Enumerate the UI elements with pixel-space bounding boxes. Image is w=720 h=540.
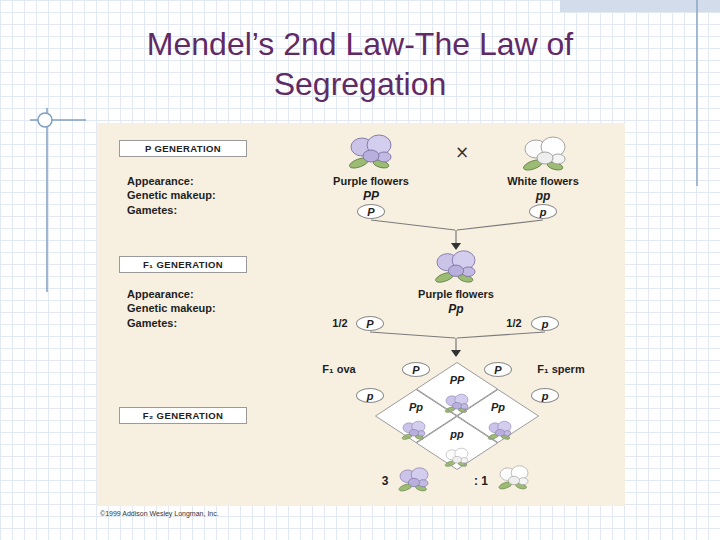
gamete-oval: P bbox=[402, 362, 430, 377]
gamete-oval: P bbox=[484, 362, 512, 377]
diamond-fill bbox=[416, 416, 498, 470]
row-label: Appearance: bbox=[127, 175, 194, 188]
gamete-oval: p bbox=[531, 316, 559, 331]
purple-flower bbox=[401, 421, 425, 440]
gamete-oval: p bbox=[529, 204, 557, 219]
gamete-line bbox=[457, 220, 543, 230]
rule-line bbox=[46, 108, 48, 292]
node-text: P bbox=[412, 364, 419, 376]
node-text: PP bbox=[450, 373, 465, 387]
arrow-head bbox=[451, 243, 461, 250]
diamond-outline bbox=[417, 417, 498, 470]
phenotype-label: Purple flowers bbox=[333, 175, 409, 188]
gamete-line bbox=[370, 332, 455, 338]
gamete-oval: P bbox=[357, 204, 385, 219]
node-text: p bbox=[367, 390, 374, 402]
row-label: Genetic makeup: bbox=[127, 302, 216, 315]
diamond-outline bbox=[457, 389, 539, 443]
generation-box: F₂ GENERATION bbox=[119, 407, 247, 424]
gamete-label: F₁ sperm bbox=[537, 363, 584, 376]
white-flower bbox=[498, 466, 528, 491]
purple-flower bbox=[434, 251, 475, 284]
diamond-outline bbox=[375, 389, 457, 443]
purple-flower bbox=[398, 468, 428, 493]
diamond-outline bbox=[458, 390, 539, 443]
node-text: P bbox=[367, 206, 374, 218]
gamete-line bbox=[457, 332, 545, 338]
copyright-note: ©1999 Addison Wesley Longman, Inc. bbox=[100, 509, 219, 518]
slide-title: Mendel’s 2nd Law-The Law of Segregation bbox=[100, 24, 620, 104]
punnett-cell: Pp bbox=[375, 389, 457, 443]
node-text: P GENERATION bbox=[145, 143, 221, 154]
rule-line bbox=[696, 0, 698, 186]
ratio-number: : 1 bbox=[474, 474, 488, 488]
phenotype-label: White flowers bbox=[507, 175, 579, 188]
node-text: P bbox=[366, 318, 373, 330]
arrow-shaft bbox=[455, 338, 456, 351]
node-text: F₁ GENERATION bbox=[143, 259, 223, 270]
diamond-outline bbox=[416, 362, 498, 416]
gamete-oval: p bbox=[356, 388, 384, 403]
node-text: Pp bbox=[409, 400, 423, 414]
row-label: Gametes: bbox=[127, 204, 177, 217]
node-text: p bbox=[540, 206, 547, 218]
fraction-label: 1/2 bbox=[332, 317, 347, 330]
row-label: Genetic makeup: bbox=[127, 189, 216, 202]
fraction-label: 1/2 bbox=[506, 317, 521, 330]
gamete-oval: p bbox=[531, 388, 559, 403]
row-label: Appearance: bbox=[127, 288, 194, 301]
phenotype-label: Purple flowers bbox=[418, 288, 494, 301]
node-text: p bbox=[542, 390, 549, 402]
genotype-label: Pp bbox=[448, 302, 463, 316]
gamete-oval: P bbox=[356, 316, 384, 331]
corner-band bbox=[560, 0, 720, 12]
arrow-shaft bbox=[455, 230, 456, 244]
diamond-outline bbox=[417, 363, 498, 416]
figure-panel bbox=[97, 123, 625, 506]
white-flower bbox=[522, 137, 565, 172]
punnett-cell: Pp bbox=[457, 389, 539, 443]
row-label: Gametes: bbox=[127, 317, 177, 330]
punnett-cell: PP bbox=[416, 362, 498, 416]
generation-box: F₁ GENERATION bbox=[119, 256, 247, 273]
purple-flower bbox=[348, 135, 391, 170]
gamete-line bbox=[371, 220, 455, 230]
genotype-label: PP bbox=[363, 189, 379, 203]
punnett-cell: pp bbox=[416, 416, 498, 470]
genotype-label: pp bbox=[536, 189, 551, 203]
gamete-label: F₁ ova bbox=[322, 363, 355, 376]
cross-symbol: × bbox=[455, 143, 469, 161]
node-text: P bbox=[494, 364, 501, 376]
diamond-outline bbox=[376, 390, 457, 443]
node-text: p bbox=[542, 318, 549, 330]
arrow-head bbox=[451, 350, 461, 357]
node-text: pp bbox=[450, 427, 463, 441]
node-text: F₂ GENERATION bbox=[143, 410, 224, 421]
flower-illustrations bbox=[348, 135, 565, 492]
cross-arrows bbox=[370, 220, 545, 357]
punnett-fill bbox=[375, 362, 539, 470]
rule-circle bbox=[38, 113, 52, 127]
ratio-number: 3 bbox=[382, 474, 389, 488]
generation-box: P GENERATION bbox=[119, 140, 247, 157]
diamond-outline bbox=[416, 416, 498, 470]
node-text: Pp bbox=[491, 400, 505, 414]
